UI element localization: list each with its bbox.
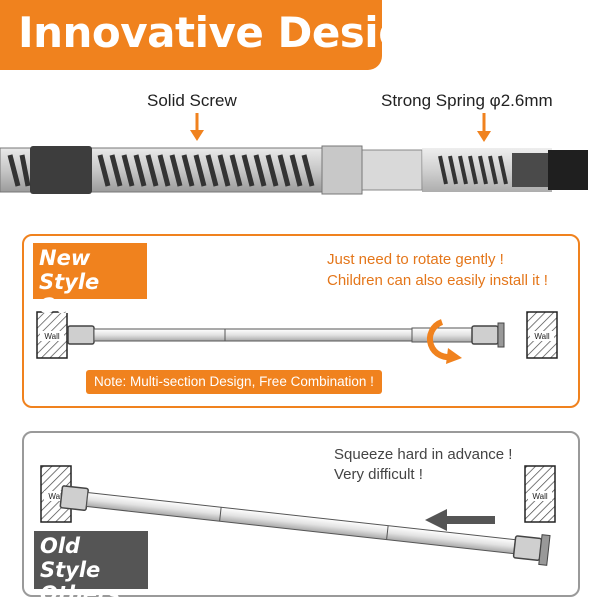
- spring-coil: [438, 155, 508, 185]
- new-wall-left-label: Wall: [44, 332, 59, 341]
- new-style-panel: [22, 234, 580, 408]
- multi-section-note: Note: Multi-section Design, Free Combina…: [86, 370, 382, 394]
- old-style-message: Squeeze hard in advance ! Very difficult…: [334, 445, 512, 485]
- banner-title: Innovative Design: [18, 8, 438, 57]
- new-style-tag: New Style Ours: [33, 243, 147, 318]
- strong-spring-label: Strong Spring φ2.6mm: [381, 91, 553, 110]
- title-banner: Innovative Design: [0, 0, 438, 70]
- old-style-tag: Old Style Others: [34, 531, 148, 606]
- old-wall-left-label: Wall: [48, 492, 63, 501]
- screw-thread: [7, 154, 315, 187]
- new-wall-right-label: Wall: [534, 332, 549, 341]
- new-style-tag-line1: New Style: [39, 246, 100, 294]
- old-style-tag-line2: Others: [40, 582, 120, 606]
- new-style-msg-line1: Just need to rotate gently !: [327, 251, 504, 268]
- new-style-tag-line2: Ours: [39, 294, 95, 318]
- solid-screw-label: Solid Screw: [147, 91, 237, 110]
- new-style-scene: Wall Wall: [36, 311, 558, 364]
- old-style-tag-line1: Old Style: [40, 534, 101, 582]
- solid-screw-arrow: [190, 113, 204, 141]
- old-style-panel: [22, 431, 580, 597]
- old-style-msg-line2: Very difficult !: [334, 466, 423, 483]
- cutaway-rod: [0, 145, 588, 195]
- new-style-msg-line2: Children can also easily install it !: [327, 272, 548, 289]
- old-style-scene: Wall Wall: [40, 465, 556, 566]
- new-style-message: Just need to rotate gently ! Children ca…: [327, 249, 548, 291]
- old-wall-right-label: Wall: [532, 492, 547, 501]
- old-style-msg-line1: Squeeze hard in advance !: [334, 446, 513, 463]
- strong-spring-arrow: [477, 113, 491, 142]
